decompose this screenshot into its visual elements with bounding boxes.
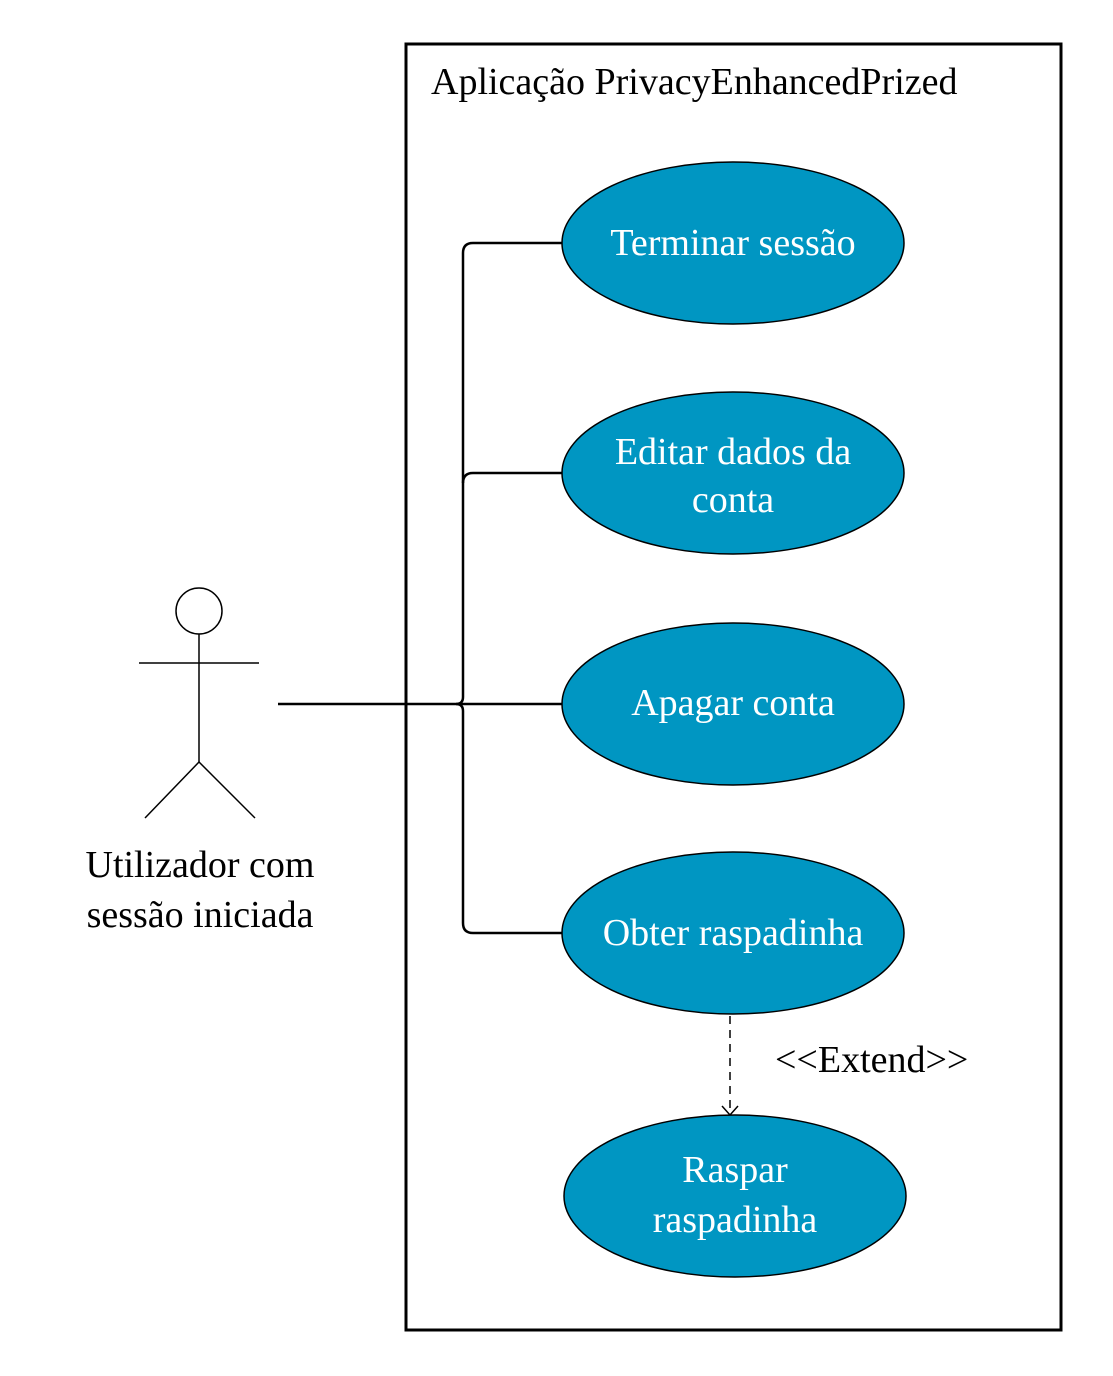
use-case-ellipse <box>561 622 905 786</box>
use-case-ellipse <box>561 851 905 1015</box>
use-case-label: Apagar conta <box>631 682 835 724</box>
actor-label-line1: Utilizador com <box>86 844 315 886</box>
use-case-editar-dados[interactable]: Editar dados da conta <box>561 391 905 555</box>
actor-head <box>175 587 223 635</box>
use-case-label: Terminar sessão <box>610 222 855 264</box>
extend-label: <<Extend>> <box>775 1039 968 1081</box>
use-case-apagar-conta[interactable]: Apagar conta <box>561 622 905 786</box>
actor-user[interactable] <box>139 587 259 819</box>
use-case-ellipse <box>563 1114 907 1278</box>
actor-label-line2: sessão iniciada <box>87 894 314 936</box>
use-case-ellipse <box>561 391 905 555</box>
use-case-terminar-sessao[interactable]: Terminar sessão <box>561 161 905 325</box>
actor-left-leg <box>144 761 200 819</box>
use-case-label: Obter raspadinha <box>603 912 864 954</box>
use-case-label-line1: Editar dados da <box>615 431 852 473</box>
actor-right-leg <box>198 761 256 819</box>
use-case-raspar-raspadinha[interactable]: Raspar raspadinha <box>563 1114 907 1278</box>
use-case-label-line2: raspadinha <box>653 1199 818 1241</box>
use-case-obter-raspadinha[interactable]: Obter raspadinha <box>561 851 905 1015</box>
use-case-label-line2: conta <box>692 479 774 521</box>
use-case-ellipse <box>561 161 905 325</box>
association-editar <box>461 471 562 484</box>
use-case-label-line1: Raspar <box>682 1149 788 1191</box>
system-title: Aplicação PrivacyEnhancedPrized <box>431 61 958 103</box>
association-connectors <box>278 241 562 935</box>
